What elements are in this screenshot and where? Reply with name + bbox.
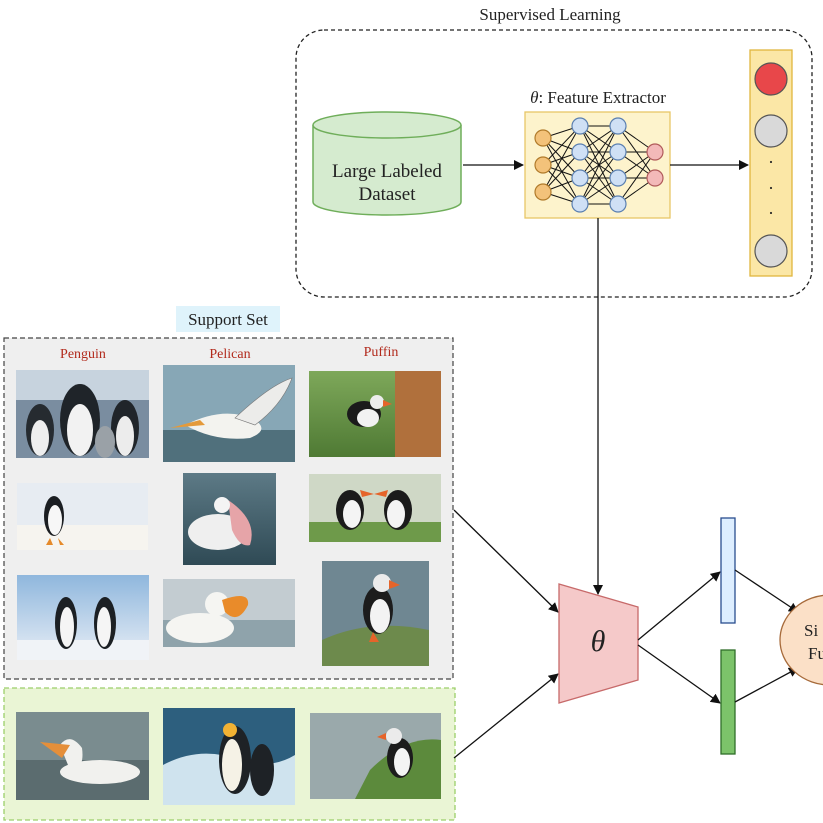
theta-symbol: θ: [591, 625, 606, 658]
nn-node: [571, 143, 589, 161]
similarity-function: [779, 594, 823, 686]
nn-node: [571, 117, 589, 135]
query-photo-penguin: [163, 708, 295, 805]
photo-puffin-3: [322, 561, 429, 666]
photo-pelican-3: [163, 579, 295, 647]
arrow-support-embedding-to-similarity: [734, 569, 799, 613]
photo-puffin-2: [309, 474, 441, 542]
output-dot: ·: [768, 203, 774, 223]
arrow-theta-to-query-embedding: [637, 644, 721, 704]
feature-extractor-theta: θ: [530, 88, 538, 107]
dataset-label-line2: Dataset: [359, 184, 417, 205]
support-set-title-bg: [176, 306, 280, 332]
support-set-region: Support Set Penguin Pelican Puffin: [3, 306, 454, 680]
output-node: [754, 114, 788, 148]
nn-node: [534, 156, 552, 174]
photo-pelican-2: [183, 473, 276, 565]
nn-connection: [542, 125, 581, 166]
nn-node: [646, 169, 664, 187]
nn-node: [571, 195, 589, 213]
arrow-support-to-theta: [453, 509, 559, 613]
photo-penguin-2: [17, 483, 148, 550]
nn-connection: [542, 151, 581, 193]
photo-penguin-3: [17, 575, 149, 660]
nn-node: [609, 117, 627, 135]
supervised-learning-region: Supervised Learning Large Labeled Datase…: [295, 5, 813, 298]
arrow-theta-to-support-embedding: [637, 571, 721, 641]
nn-node: [571, 169, 589, 187]
supervised-learning-title: Supervised Learning: [479, 5, 621, 24]
dataset-label-line1: Large Labeled: [332, 161, 442, 182]
dataset-cylinder: Large Labeled Dataset: [312, 111, 462, 216]
similarity-label-line1: Si: [804, 621, 818, 640]
query-photo-pelican: [16, 712, 149, 800]
arrow-query-embedding-to-similarity: [734, 667, 799, 703]
query-set-region: [3, 687, 456, 821]
nn-node: [646, 143, 664, 161]
class-label-pelican: Pelican: [209, 347, 250, 362]
output-node: [754, 234, 788, 268]
nn-node: [609, 143, 627, 161]
nn-node: [609, 169, 627, 187]
class-label-penguin: Penguin: [60, 347, 106, 362]
nn-connection: [579, 125, 619, 205]
arrow-query-to-theta: [453, 673, 559, 759]
feature-extractor-title: θ: Feature Extractor: [530, 88, 666, 107]
nn-node: [534, 129, 552, 147]
photo-penguin-1: [16, 370, 149, 458]
output-node-active: [754, 62, 788, 96]
output-dot: ·: [768, 152, 774, 172]
support-set-title: Support Set: [188, 310, 268, 329]
photo-pelican-1: [163, 365, 295, 462]
nn-connection: [579, 125, 619, 179]
support-embedding: [720, 517, 736, 624]
query-photo-puffin: [310, 713, 441, 799]
photo-puffin-1: [309, 371, 441, 457]
nn-connection: [617, 151, 656, 205]
supervised-learning-border: [295, 29, 813, 298]
class-label-puffin: Puffin: [364, 345, 399, 360]
query-embedding: [720, 649, 736, 755]
nn-node: [609, 195, 627, 213]
nn-node: [534, 183, 552, 201]
theta-model: [558, 583, 639, 704]
output-dot: ·: [768, 178, 774, 198]
similarity-label-line2: Fu: [808, 644, 823, 663]
nn-connection: [579, 151, 619, 205]
feature-extractor-label: : Feature Extractor: [538, 88, 666, 107]
neural-network-icon: [534, 117, 664, 213]
nn-connection: [542, 125, 581, 193]
